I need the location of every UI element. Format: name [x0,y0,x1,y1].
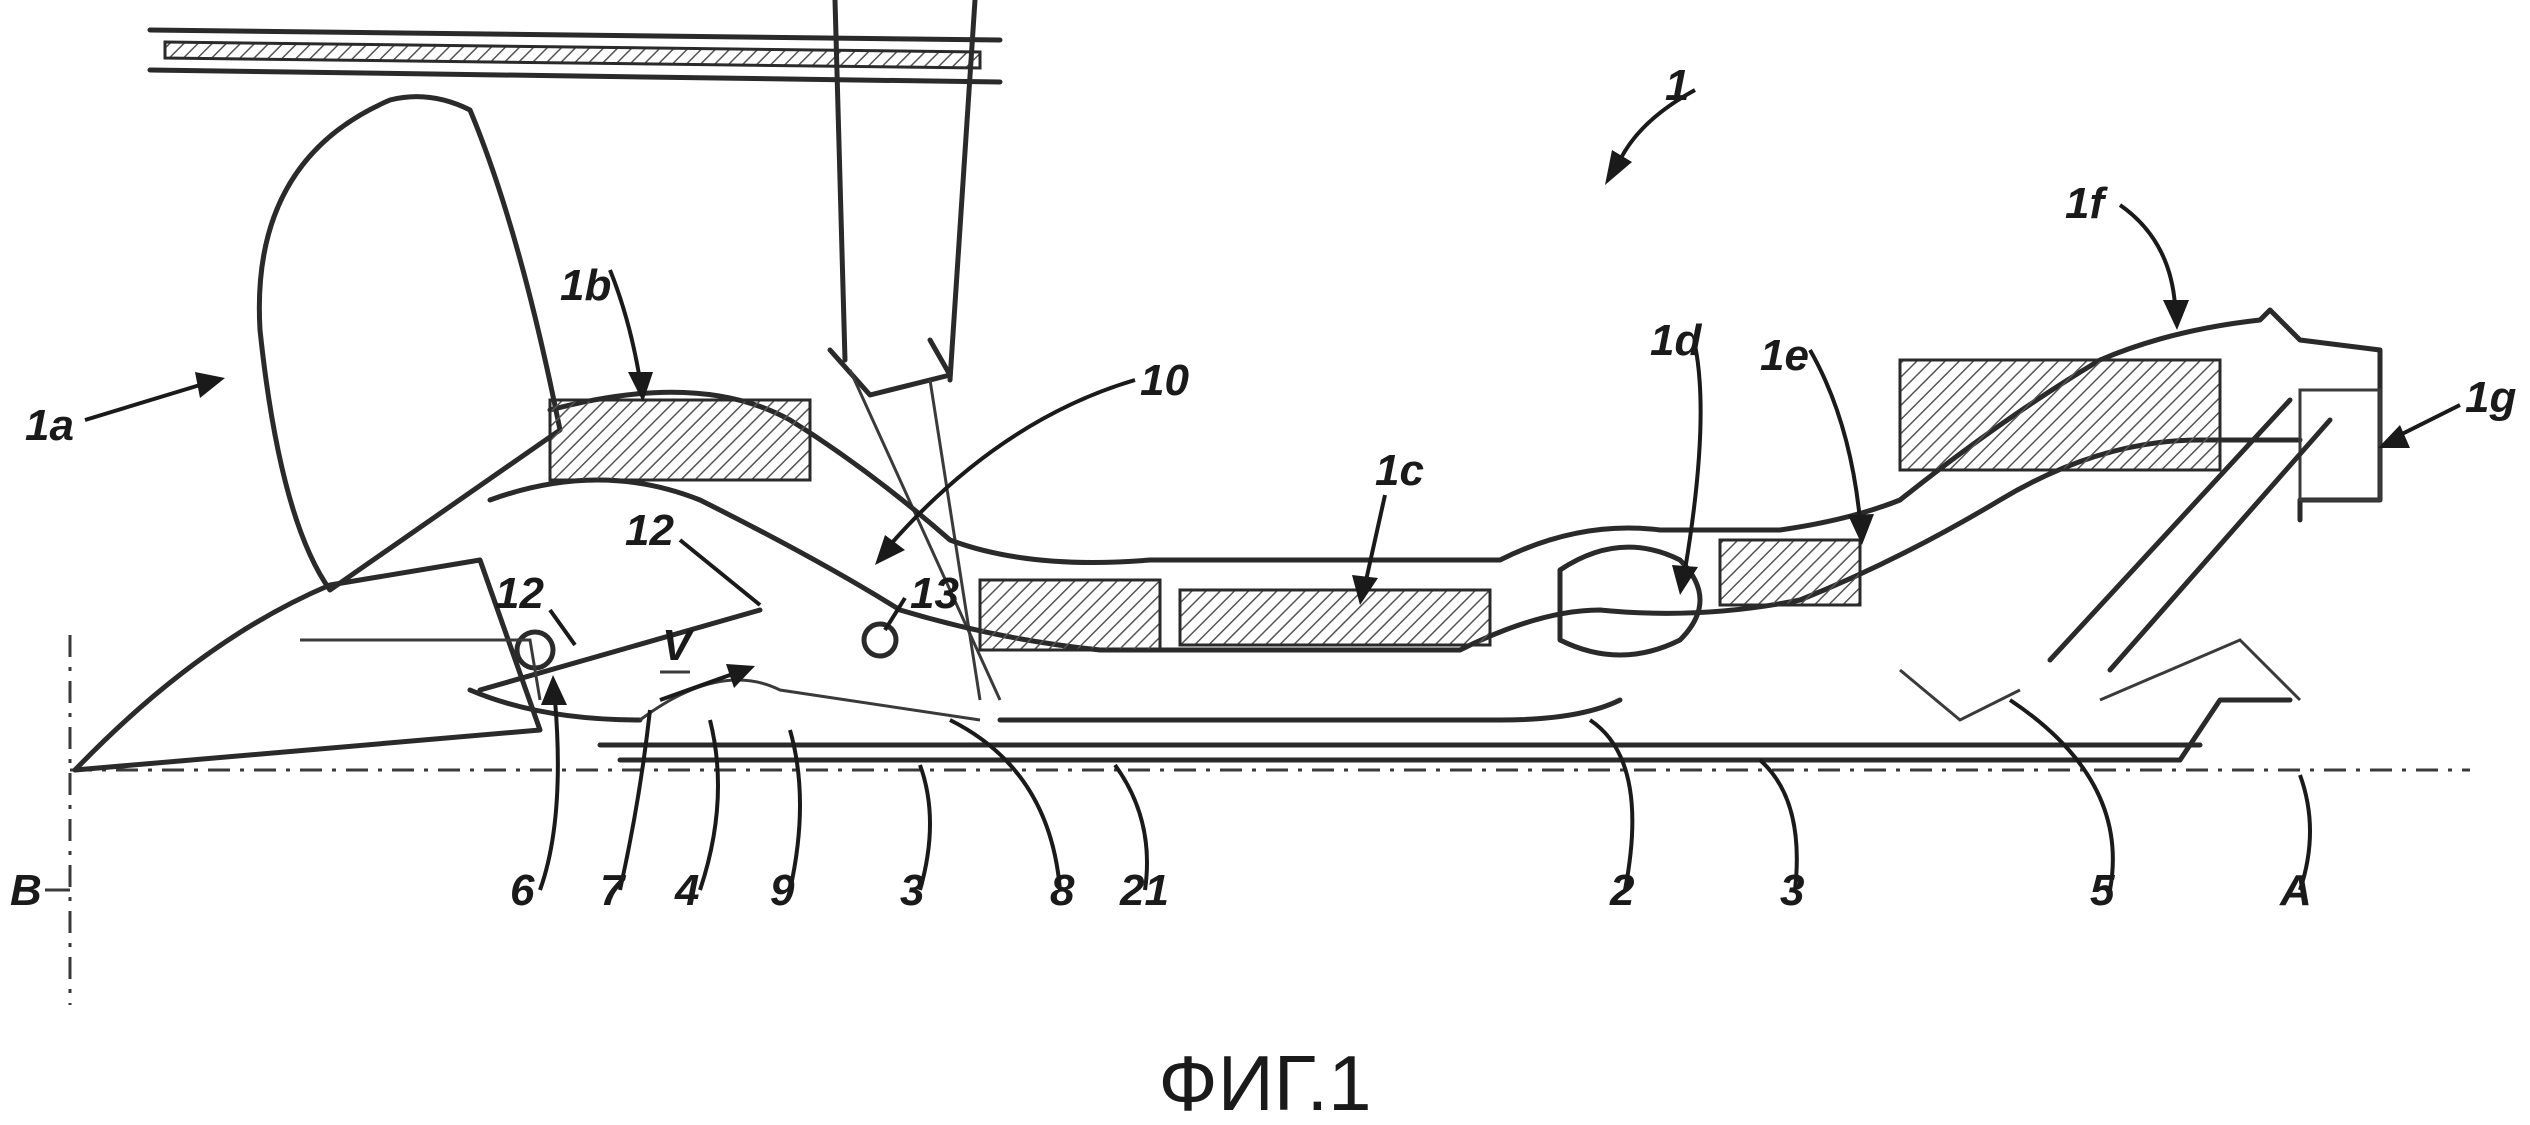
figure-caption: ФИГ.1 [1158,1039,1371,1125]
label-10: 10 [1140,356,1189,405]
label-1f: 1f [2065,179,2108,228]
label-3-left: 3 [900,866,924,915]
label-13: 13 [910,569,959,618]
front-bearing-structure [300,607,981,723]
label-v: V [662,621,695,670]
nose-cone [72,557,543,773]
rear-structure [1899,397,2333,722]
label-1a: 1a [25,401,74,450]
label-1e: 1e [1760,331,1809,380]
label-9: 9 [770,866,795,915]
label-b: B [10,866,42,915]
label-2: 2 [1609,866,1635,915]
high-pressure-shaft [997,697,1623,723]
label-a: A [2279,866,2312,915]
label-1g: 1g [2465,373,2516,422]
label-4: 4 [674,866,699,915]
fan-blade [256,94,563,593]
label-6: 6 [510,866,535,915]
pylon-structure [147,0,1003,701]
combustor [1557,544,1703,658]
low-pressure-shaft [597,697,2293,763]
label-8: 8 [1050,866,1075,915]
inner-flowpath [487,437,2303,653]
label-1b: 1b [560,261,611,310]
label-21: 21 [1119,866,1169,915]
label-1d: 1d [1650,316,1702,365]
label-1c: 1c [1375,446,1424,495]
reference-labels: 1 1a 1b 1c 1d 1e 1f 1g 10 12 12 13 [10,61,2516,915]
blade-stages [548,358,2382,652]
label-12-upper: 12 [625,506,674,555]
label-12-lower: 12 [495,569,544,618]
label-3-right: 3 [1780,866,1804,915]
